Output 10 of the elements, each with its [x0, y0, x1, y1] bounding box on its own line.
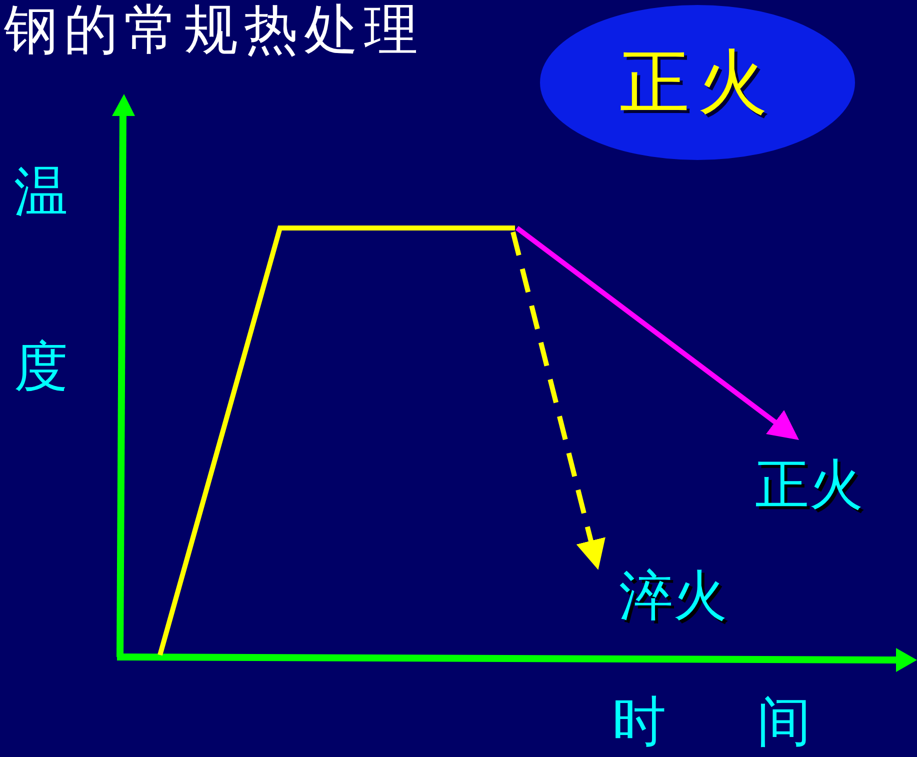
ellipse-label: 正火	[620, 40, 776, 124]
axis-label: 度	[14, 335, 68, 399]
curve-label: 淬火	[597, 560, 747, 635]
axis-label: 时	[612, 690, 666, 754]
title: 钢的常规热处理	[4, 0, 424, 63]
cooling-arrow	[510, 231, 606, 570]
axis-label: 间	[757, 690, 811, 754]
axis-label: 温	[14, 160, 68, 224]
curve-label: 正火	[755, 437, 885, 532]
cooling-arrow	[516, 226, 799, 440]
